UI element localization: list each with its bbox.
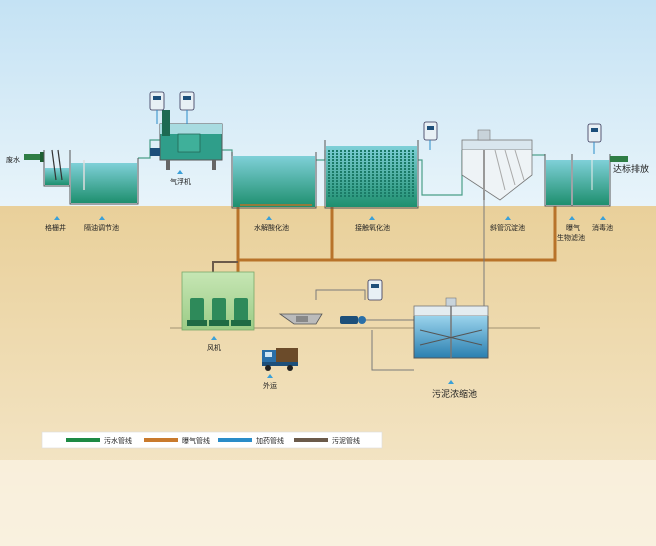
inlet-pipe <box>24 152 44 162</box>
aeration-filter-tank <box>544 154 573 207</box>
discharge-label: 达标排放 <box>613 163 649 175</box>
legend-label-sludge: 污泥管线 <box>332 436 360 445</box>
blower-unit <box>234 298 248 322</box>
label-markers <box>54 170 606 384</box>
thickener-dosing-tank <box>367 279 383 301</box>
sludge-dewatering-unit <box>278 313 323 325</box>
contact-oxidation-label: 接触氧化池 <box>355 223 390 232</box>
aeration-filter-label-1: 曝气 <box>566 223 580 232</box>
aeration-pipeline <box>236 206 557 272</box>
blower-base <box>231 320 251 326</box>
air-flotation-machine <box>150 110 223 170</box>
aeration-filter-label-2: 生物滤池 <box>557 233 585 242</box>
sludge-thickener <box>413 297 489 359</box>
inlet-label: 废水 <box>6 155 20 164</box>
blower-units <box>187 298 251 326</box>
sludge-pump <box>340 316 366 324</box>
blower-unit <box>212 298 226 322</box>
grille-well-label: 格栅井 <box>45 223 66 232</box>
blower-unit <box>190 298 204 322</box>
disinfection-tank <box>571 154 611 207</box>
oxidation-dosing-tank <box>423 121 438 150</box>
grille-well <box>43 149 71 187</box>
blower-base <box>209 320 229 326</box>
separation-tank-label: 隔油调节池 <box>84 223 119 232</box>
transport-label: 外运 <box>263 381 277 390</box>
dosing-tank-2 <box>179 91 195 124</box>
sludge-thickener-label: 污泥浓缩池 <box>432 388 477 400</box>
outlet-pipe <box>610 156 628 162</box>
blower-label: 风机 <box>207 343 221 352</box>
dosing-tank-1 <box>149 91 165 124</box>
air-flotation-label: 气浮机 <box>170 177 191 186</box>
disinfection-tank-label: 消毒池 <box>592 223 613 232</box>
bottom-fade <box>0 460 656 546</box>
transport-truck <box>262 348 298 371</box>
bio-media-packing <box>328 150 414 198</box>
legend-label-dosing: 加药管线 <box>256 436 284 445</box>
legend-label-aeration: 曝气管线 <box>182 436 210 445</box>
blower-base <box>187 320 207 326</box>
disinfection-dosing-tank <box>587 123 602 154</box>
legend: 污水管线 曝气管线 加药管线 污泥管线 <box>41 431 383 449</box>
hydrolysis-tank <box>231 152 317 209</box>
separation-tank <box>69 158 139 205</box>
inclined-tube-settler-label: 斜管沉淀池 <box>490 223 525 232</box>
legend-label-sewage: 污水管线 <box>104 436 132 445</box>
hydrolysis-tank-label: 水解酸化池 <box>254 223 289 232</box>
inclined-tube-settler <box>461 129 533 201</box>
